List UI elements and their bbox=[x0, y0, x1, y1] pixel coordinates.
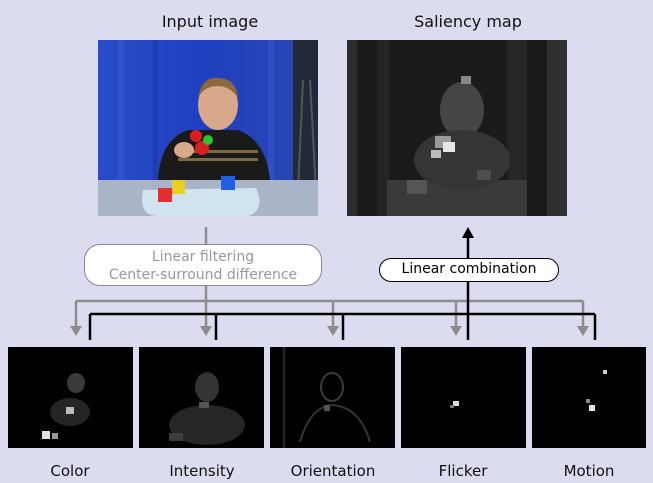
feature-label-intensity: Intensity bbox=[169, 462, 235, 480]
linear-combination-label: Linear combination bbox=[401, 261, 537, 277]
linear-filtering-box: Linear filtering Center-surround differe… bbox=[84, 244, 322, 286]
feature-map-orientation bbox=[270, 347, 395, 448]
feature-label-orientation: Orientation bbox=[290, 462, 376, 480]
feature-label-motion: Motion bbox=[563, 462, 615, 480]
input-image-title: Input image bbox=[161, 12, 259, 31]
saliency-map-image bbox=[347, 40, 567, 216]
feature-map-flicker bbox=[401, 347, 526, 448]
saliency-map-title: Saliency map bbox=[414, 12, 522, 31]
feature-label-color: Color bbox=[50, 462, 90, 480]
linear-combination-box: Linear combination bbox=[379, 258, 559, 282]
feature-label-flicker: Flicker bbox=[438, 462, 488, 480]
linear-filtering-label: Linear filtering bbox=[151, 249, 255, 265]
combination-wires bbox=[88, 227, 597, 340]
feature-map-intensity bbox=[139, 347, 264, 448]
filtering-wires bbox=[70, 227, 589, 336]
feature-map-motion bbox=[532, 347, 646, 448]
input-image bbox=[98, 40, 318, 216]
center-surround-label: Center-surround difference bbox=[108, 267, 298, 283]
feature-map-color bbox=[8, 347, 133, 448]
